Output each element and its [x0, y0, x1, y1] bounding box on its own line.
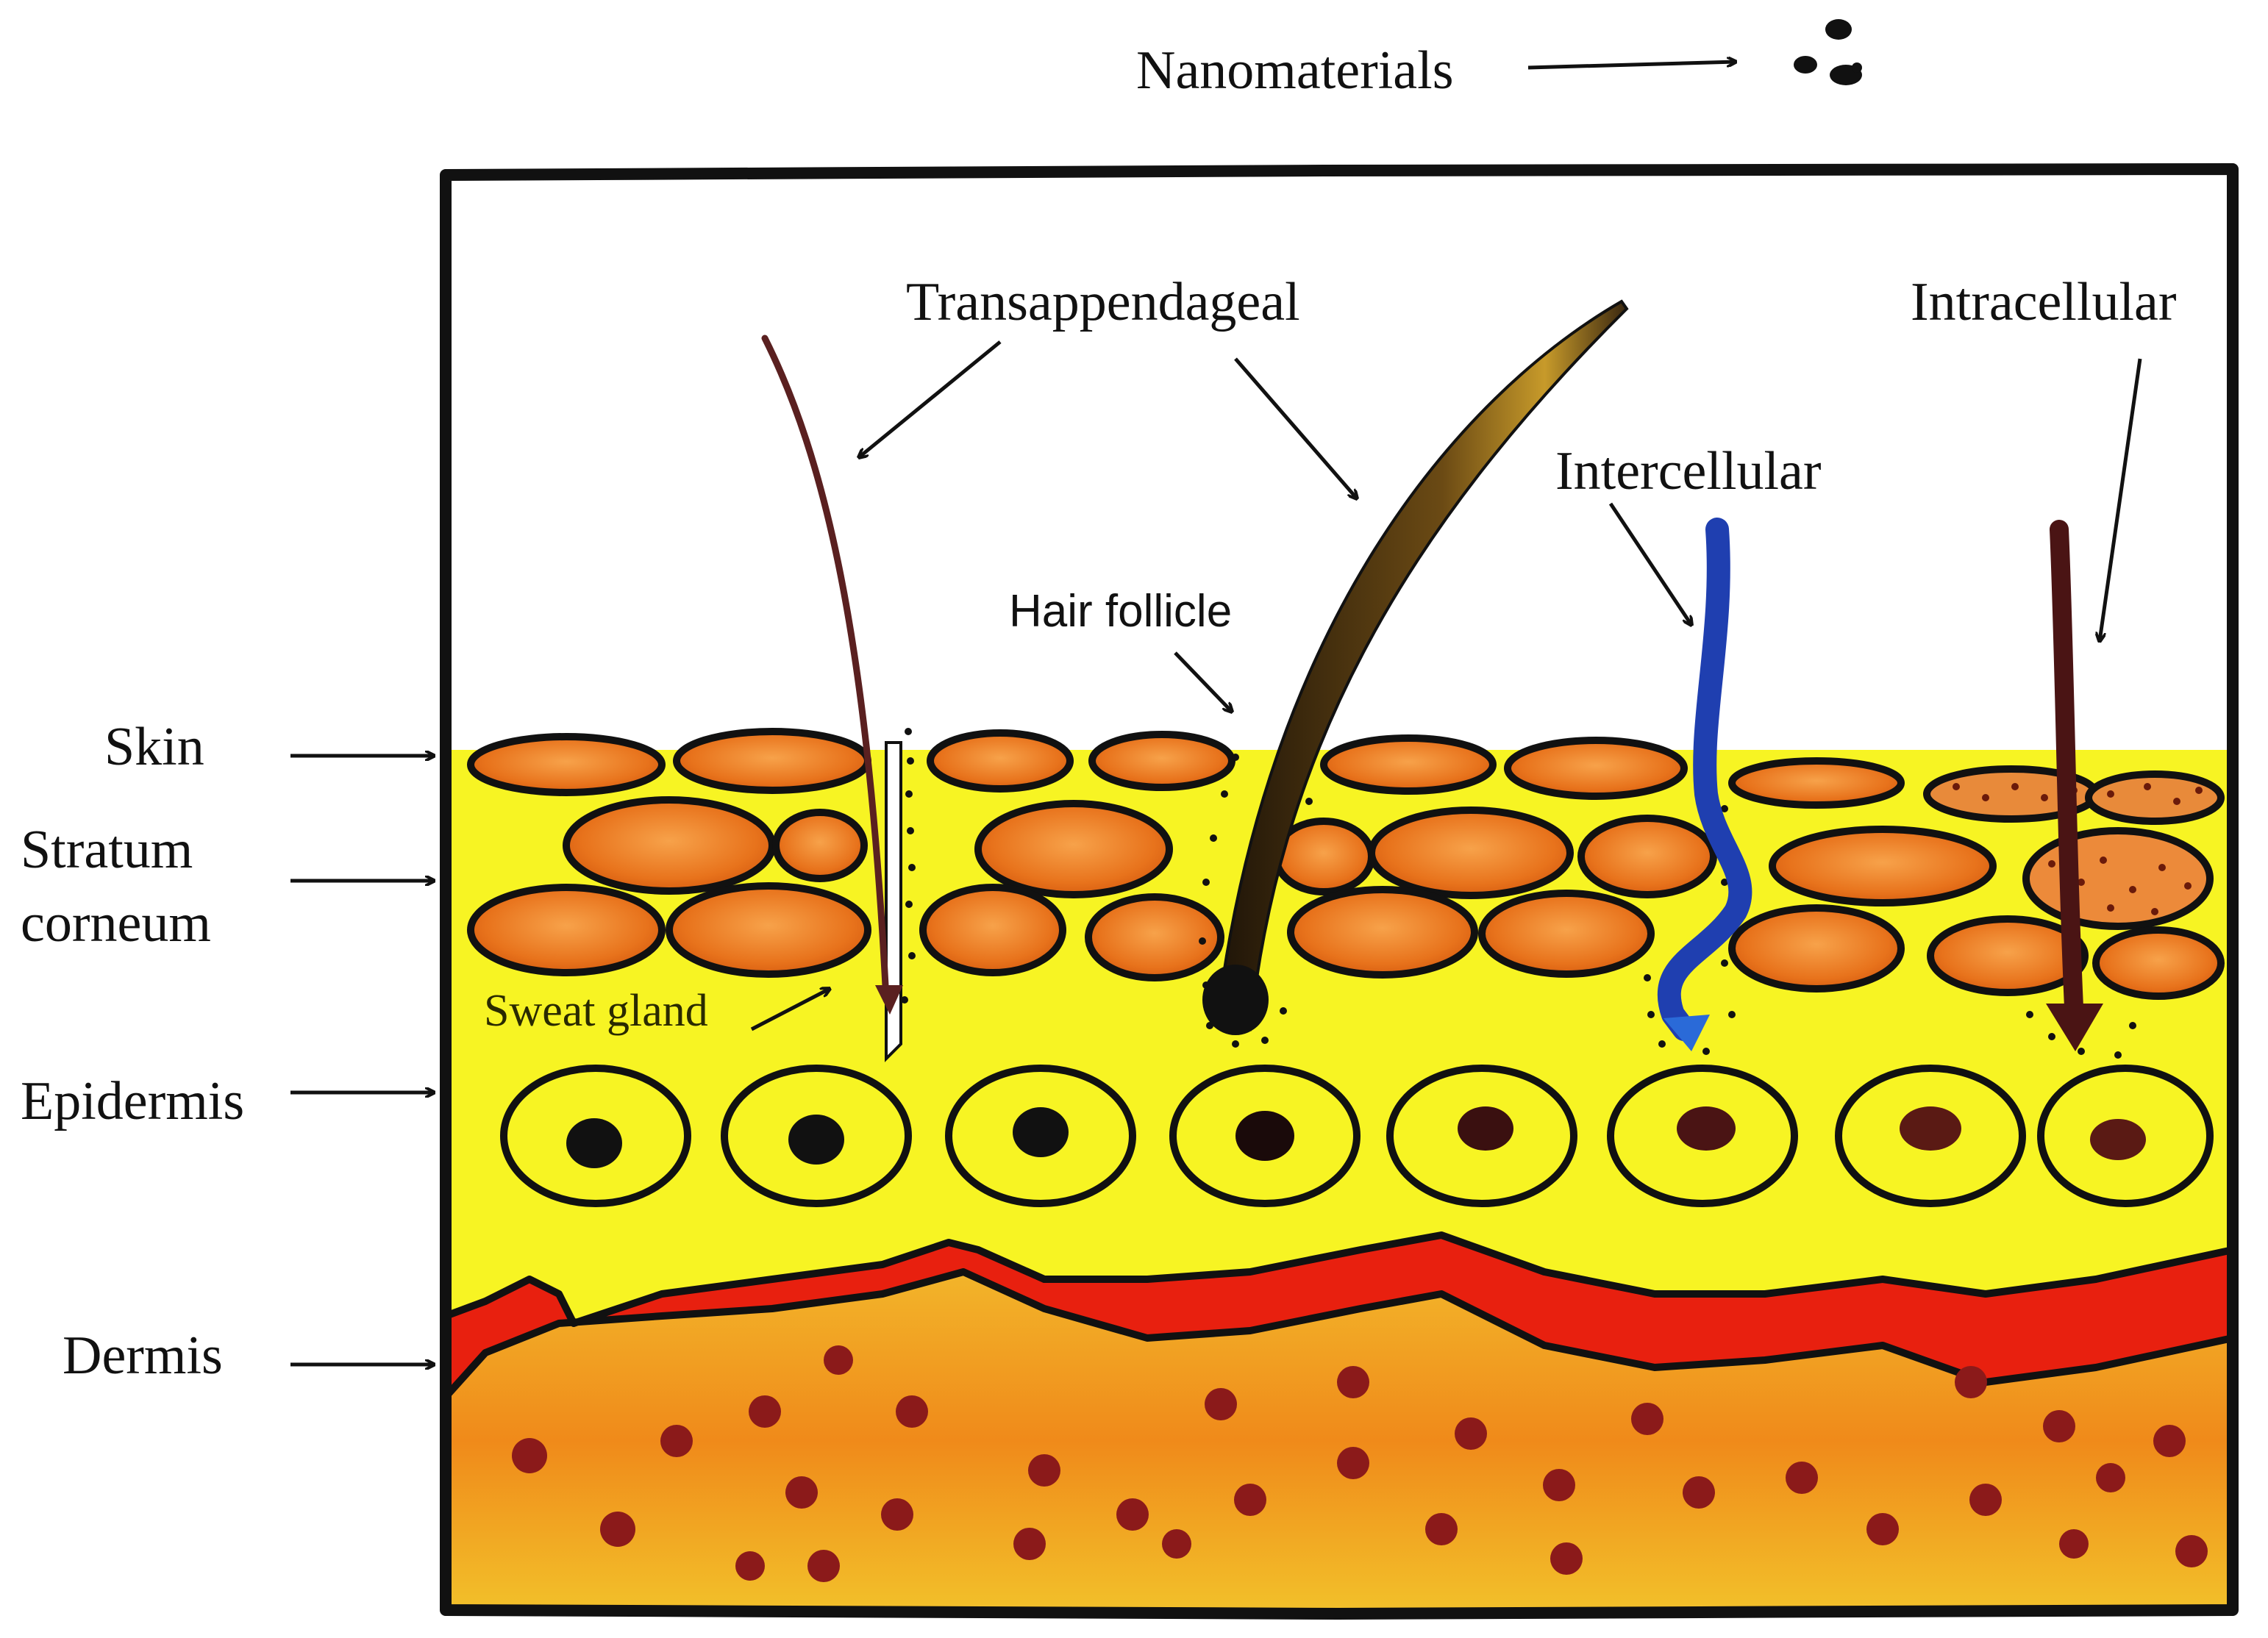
- label-intracellular: Intracellular: [1911, 272, 2177, 332]
- intercellular-arrowhead: [1663, 1015, 1710, 1051]
- label-arrows: [290, 62, 2142, 1365]
- intracellular-stipple: [1953, 783, 2203, 915]
- label-corneum: corneum: [21, 893, 211, 954]
- pathway-dots: [901, 728, 2136, 1059]
- arrow-nanomaterials: [1527, 62, 1736, 70]
- epidermis-cells: [500, 1065, 2214, 1207]
- skin-cells-row2: [563, 796, 2214, 930]
- skin-cells-row3: [467, 882, 2225, 1000]
- label-stratum: Stratum: [21, 820, 193, 880]
- arrow-transappendageal-right: [1234, 357, 1357, 498]
- diagram-frame: [440, 163, 2239, 1620]
- arrow-sweat-gland: [750, 989, 830, 1031]
- dermis-red-band: [446, 1231, 2233, 1401]
- sweat-gland-arrowhead: [875, 985, 903, 1015]
- label-hair-follicle: Hair follicle: [1009, 586, 1232, 637]
- intracellular-arrowhead: [2046, 1004, 2103, 1051]
- arrow-transappendageal-left: [859, 340, 1002, 457]
- label-skin: Skin: [104, 717, 204, 777]
- label-dermis: Dermis: [63, 1326, 223, 1386]
- hair-bulb: [1202, 965, 1269, 1035]
- skin-cells-row1: [467, 728, 2225, 825]
- dermis-dots: [512, 1345, 2208, 1582]
- intercellular-path: [1657, 518, 1752, 1041]
- label-nanomaterials: Nanomaterials: [1136, 40, 1454, 101]
- skin-layers: [446, 299, 2233, 1610]
- label-intercellular: Intercellular: [1555, 441, 1822, 501]
- label-epidermis: Epidermis: [21, 1071, 244, 1131]
- nanomaterial-particles-icon: [1794, 19, 1862, 85]
- label-sweat-gland: Sweat gland: [484, 986, 708, 1036]
- arrow-intracellular: [2100, 358, 2142, 641]
- label-transappendageal: Transappendageal: [906, 272, 1300, 332]
- arrow-intercellular: [1608, 502, 1691, 625]
- transappendageal-path-left: [761, 335, 890, 1004]
- arrow-hair-follicle: [1174, 651, 1232, 712]
- intracellular-path: [2050, 520, 2083, 1017]
